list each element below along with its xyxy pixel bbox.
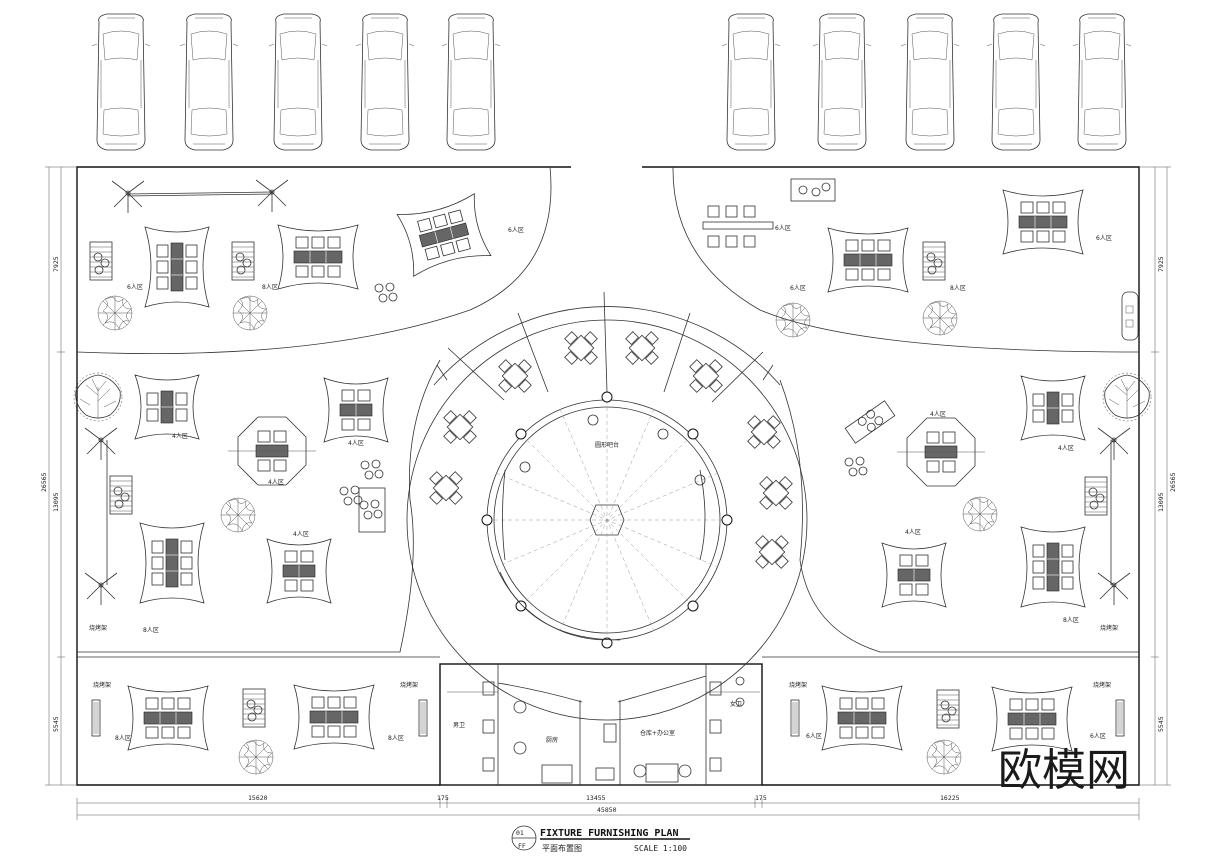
- title-tag-top: 01: [516, 829, 524, 837]
- title-scale: SCALE 1:100: [634, 844, 687, 853]
- label-womens-wc: 女卫: [730, 700, 742, 708]
- dim-bottom-4: 175: [755, 794, 767, 802]
- dim-right-1: 7925: [1157, 256, 1165, 272]
- label-shelf-b3: 烧烤架: [789, 681, 807, 689]
- label-storage-office: 仓库+办公室: [640, 729, 675, 737]
- dim-left-2: 13095: [52, 492, 60, 512]
- label-top-left-6: 6人区: [127, 284, 143, 291]
- dim-bottom-3: 13455: [586, 794, 606, 802]
- label-kitchen: 厨房: [546, 736, 558, 744]
- label-shelf-right: 烧烤架: [1100, 624, 1118, 632]
- label-mid-right-4a: 4人区: [930, 411, 946, 418]
- dim-right-2: 13095: [1157, 492, 1165, 512]
- label-top-right-6: 6人区: [775, 225, 791, 232]
- label-top-right-8: 8人区: [950, 285, 966, 292]
- label-cashier: 圆形吧台: [595, 441, 619, 449]
- dim-bottom-total: 45850: [597, 806, 617, 814]
- label-mid-left-4a: 4人区: [172, 433, 188, 440]
- watermark-logo: 欧模网: [998, 745, 1130, 796]
- outer-walls: [76, 166, 1140, 786]
- label-mid-right-4c: 4人区: [905, 529, 921, 536]
- dim-right-3: 5545: [1157, 716, 1165, 732]
- label-mid-right-8: 8人区: [1063, 617, 1079, 624]
- tables-middle-left: [73, 372, 1152, 606]
- label-mid-right-4b: 4人区: [1058, 445, 1074, 452]
- label-mens-wc: 男卫: [453, 722, 465, 729]
- tables-bottom: [91, 684, 1125, 775]
- label-top-center-6: 6人区: [508, 227, 524, 234]
- title-tag-bottom: FF: [518, 842, 526, 850]
- dimension-lines: 15620 175 13455 175 16225 45850 7925 130…: [40, 166, 1177, 820]
- label-mid-left-4d: 4人区: [293, 531, 309, 538]
- garden-curves: [76, 166, 1140, 653]
- dim-bottom-2: 175: [437, 794, 449, 802]
- label-mid-left-8: 8人区: [143, 627, 159, 634]
- service-block: [447, 664, 760, 785]
- label-shelf-b2: 烧烤架: [400, 681, 418, 689]
- label-bottom-8b: 8人区: [388, 735, 404, 742]
- tables-top-left: [89, 179, 492, 331]
- dim-left-1: 7925: [52, 256, 60, 272]
- label-shelf-b1: 烧烤架: [93, 681, 111, 689]
- label-shelf-b4: 烧烤架: [1093, 681, 1111, 689]
- dim-right-total: 26565: [1169, 472, 1177, 492]
- label-bottom-6b: 6人区: [1090, 733, 1106, 740]
- dim-bottom-5: 16225: [940, 794, 960, 802]
- title-cn: 平面布置图: [542, 843, 582, 853]
- parking-right: [721, 13, 1132, 151]
- ring-tables: [429, 331, 793, 569]
- label-mid-left-4b: 4人区: [348, 440, 364, 447]
- label-bottom-6a: 6人区: [806, 733, 822, 740]
- central-rotunda: [406, 291, 808, 721]
- label-shelf-left: 烧烤架: [89, 624, 107, 632]
- label-top-left-8: 8人区: [262, 284, 278, 291]
- label-bottom-8a: 8人区: [115, 735, 131, 742]
- title-block: 01 FF FIXTURE FURNISHING PLAN 平面布置图 SCAL…: [511, 825, 690, 853]
- label-top-right-6c: 6人区: [1096, 235, 1112, 242]
- label-top-right-6b: 6人区: [790, 285, 806, 292]
- parking-left: [91, 13, 501, 151]
- title-en: FIXTURE FURNISHING PLAN: [540, 828, 678, 839]
- zone-labels: 6人区 8人区 6人区 6人区 6人区 8人区 6人区 4人区 4人区 4人区 …: [89, 225, 1118, 744]
- tables-top-right: [702, 178, 1139, 341]
- tables-middle-right: [844, 376, 1131, 608]
- dim-left-3: 5545: [52, 716, 60, 732]
- dim-bottom-1: 15620: [248, 794, 268, 802]
- dim-left-total: 26565: [40, 472, 48, 492]
- label-mid-left-4c: 4人区: [268, 479, 284, 486]
